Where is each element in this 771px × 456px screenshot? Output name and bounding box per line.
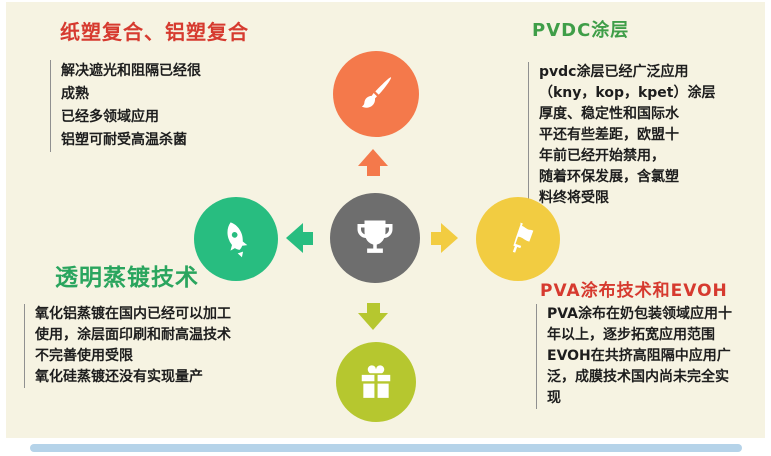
right-arrow-tail bbox=[431, 231, 441, 245]
text-line: 使用，涂层面印刷和耐高温技术 bbox=[35, 327, 231, 343]
text-line: 铝塑可耐受高温杀菌 bbox=[61, 132, 187, 148]
up-arrow-head bbox=[358, 149, 388, 166]
text-line: 解决遮光和阻隔已经很 bbox=[61, 63, 201, 79]
section-title-top-left: 纸塑复合、铝塑复合 bbox=[60, 20, 249, 44]
text-line: pvdc涂层已经广泛应用 bbox=[539, 64, 689, 80]
rocket-icon bbox=[211, 214, 261, 264]
bottom-node-circle bbox=[336, 342, 416, 422]
text-line: 年以上，逐步拓宽应用范围 bbox=[547, 327, 715, 343]
text-line: 平还有些差距，欧盟十 bbox=[539, 127, 679, 143]
text-line: 料终将受限 bbox=[539, 190, 609, 206]
text-line: 已经多领域应用 bbox=[61, 109, 159, 125]
right-arrow bbox=[431, 223, 458, 253]
text-block-bottom-left: 氧化铝蒸镀在国内已经可以加工 使用，涂层面印刷和耐高温技术 不完善使用受限 氧化… bbox=[24, 304, 231, 388]
text-line: 随着环保发展，含氯塑 bbox=[539, 169, 679, 185]
flag-icon bbox=[498, 219, 538, 259]
right-arrow-head bbox=[441, 223, 458, 253]
section-title-bottom-right: PVA涂布技术和EVOH bbox=[540, 281, 728, 301]
down-arrow-tail bbox=[366, 303, 380, 313]
text-block-top-right: pvdc涂层已经广泛应用 （kny，kop，kpet）涂层 厚度、稳定性和国际水… bbox=[528, 62, 716, 209]
section-title-top-right: PVDC涂层 bbox=[532, 20, 630, 41]
right-node-circle bbox=[476, 197, 560, 281]
up-arrow-tail bbox=[366, 166, 380, 176]
left-arrow bbox=[286, 223, 313, 253]
text-block-bottom-right: PVA涂布在奶包装领域应用十 年以上，逐步拓宽应用范围 EVOH在共挤高阻隔中应… bbox=[536, 304, 732, 409]
text-line: 现 bbox=[547, 390, 561, 406]
text-line: PVA涂布在奶包装领域应用十 bbox=[547, 306, 732, 322]
brush-icon bbox=[356, 74, 396, 114]
gift-icon bbox=[357, 363, 395, 401]
left-arrow-head bbox=[286, 223, 303, 253]
center-node-circle bbox=[330, 193, 420, 283]
up-arrow bbox=[358, 149, 388, 176]
text-line: （kny，kop，kpet）涂层 bbox=[539, 85, 716, 101]
text-line: 泛，成膜技术国内尚未完全实 bbox=[547, 369, 729, 385]
text-line: 厚度、稳定性和国际水 bbox=[539, 106, 679, 122]
left-node-circle bbox=[194, 197, 278, 281]
down-arrow-head bbox=[358, 313, 388, 330]
text-line: 氧化硅蒸镀还没有实现量产 bbox=[35, 369, 203, 385]
horizontal-scrollbar[interactable] bbox=[30, 444, 742, 452]
section-title-bottom-left: 透明蒸镀技术 bbox=[55, 265, 199, 291]
trophy-icon bbox=[354, 217, 396, 259]
text-line: 氧化铝蒸镀在国内已经可以加工 bbox=[35, 306, 231, 322]
text-line: 不完善使用受限 bbox=[35, 348, 133, 364]
down-arrow bbox=[358, 303, 388, 330]
text-line: 成熟 bbox=[61, 86, 89, 102]
text-line: EVOH在共挤高阻隔中应用广 bbox=[547, 348, 731, 364]
text-block-top-left: 解决遮光和阻隔已经很 成熟 已经多领域应用 铝塑可耐受高温杀菌 bbox=[50, 60, 201, 152]
top-node-circle bbox=[333, 51, 419, 137]
left-arrow-tail bbox=[303, 231, 313, 245]
text-line: 年前已经开始禁用， bbox=[539, 148, 665, 164]
